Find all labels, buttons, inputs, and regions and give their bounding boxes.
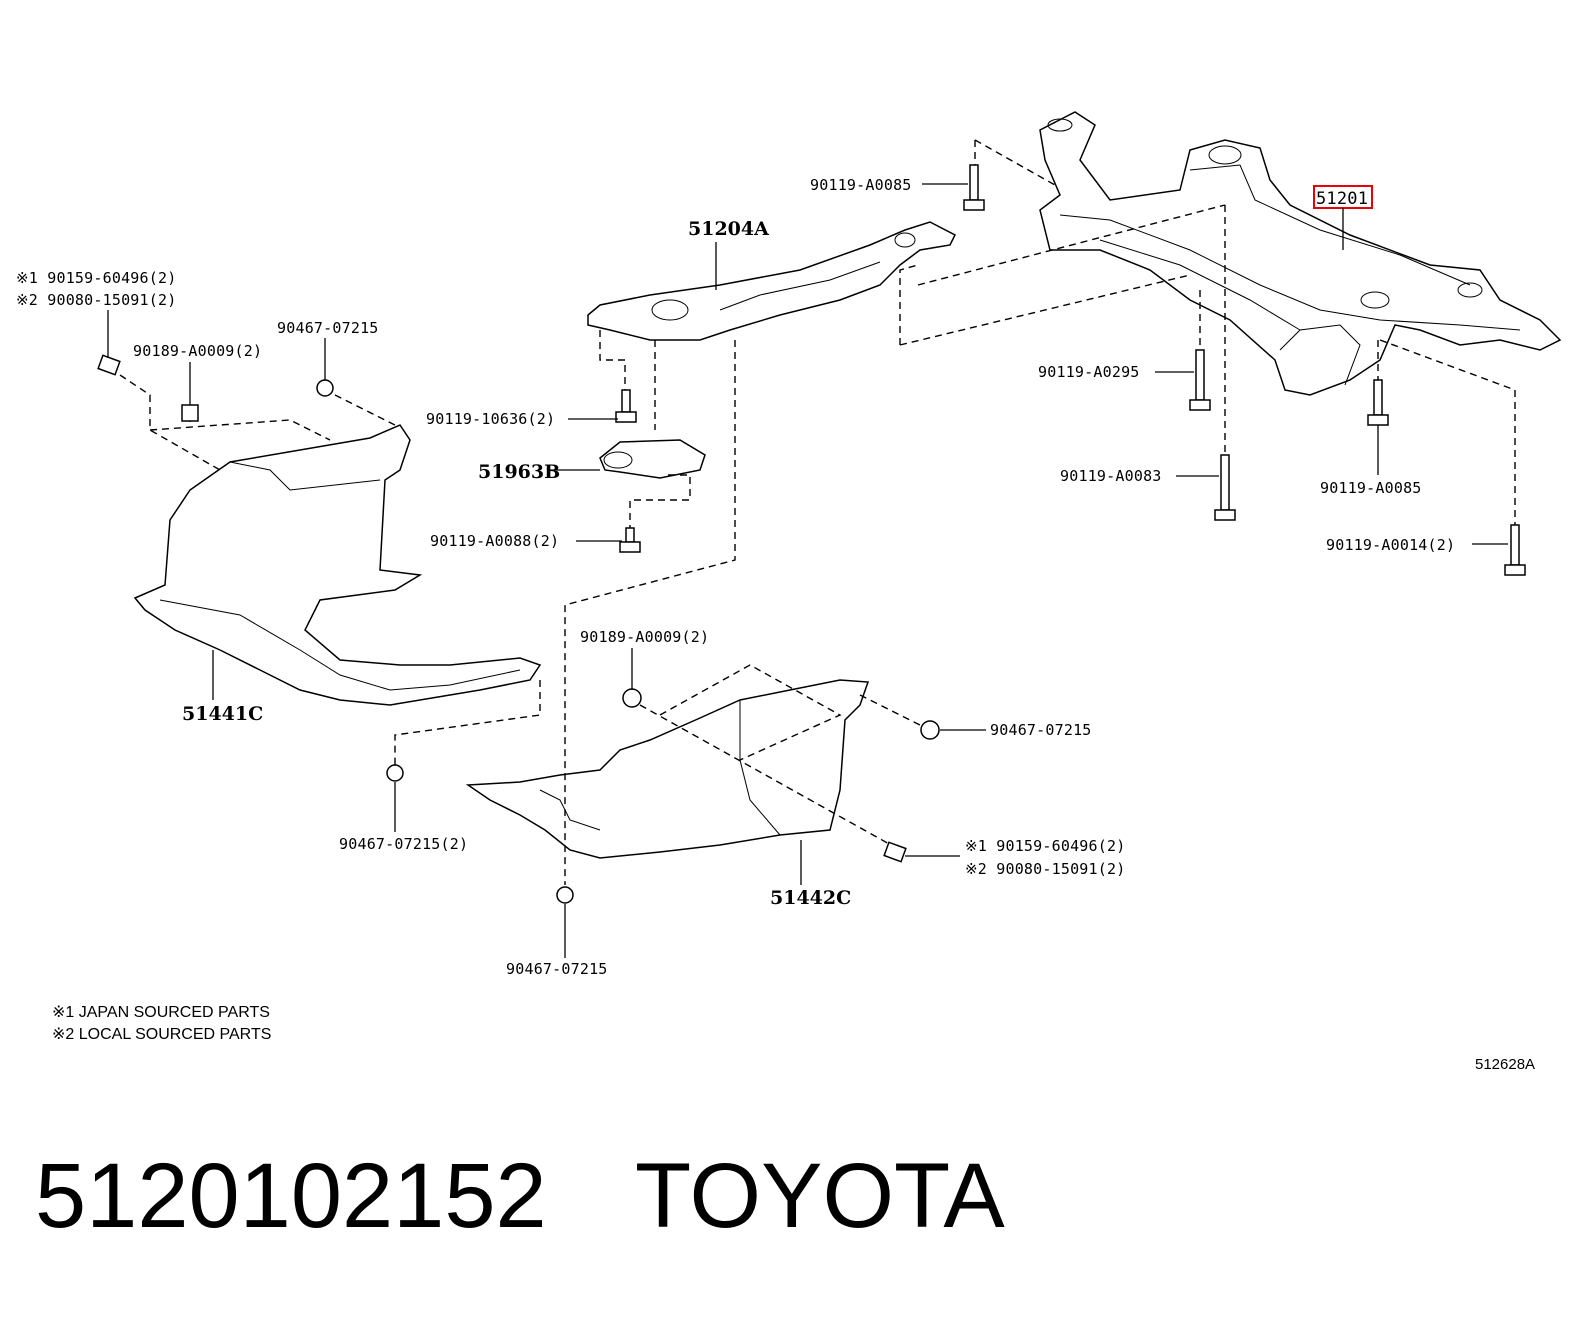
label-clip-mid-right: 90467-07215 [990,721,1092,739]
label-upper-left-note2: ※2 90080-15091(2) [16,291,176,309]
label-lower-right-note1: ※1 90159-60496(2) [965,837,1125,855]
label-bracket: 51963B [478,461,560,483]
cover-left-51441c-drawing [133,424,542,706]
label-bolt-a0085-right: 90119-A0085 [1320,479,1422,497]
assembly-lines [119,139,1516,885]
label-lower-right-note2: ※2 90080-15091(2) [965,860,1125,878]
label-bolt-a0088: 90119-A0088(2) [430,532,559,550]
cross-member-51204a-drawing [587,221,957,341]
label-clip-upper: 90467-07215 [277,319,379,337]
fastener-glyphs [97,164,1526,904]
leader-lines [107,183,1508,958]
label-clip-left-bottom: 90467-07215(2) [339,835,468,853]
label-bolt-a0295: 90119-A0295 [1038,363,1140,381]
label-cover-left: 51441C [182,703,263,725]
brand-name: TOYOTA [635,1145,1005,1247]
part-number: 5120102152 [35,1145,547,1247]
label-frame: 51201 [1316,189,1368,209]
label-cross-member: 51204A [688,218,769,240]
label-clip-bottom: 90467-07215 [506,960,608,978]
label-upper-left-note1: ※1 90159-60496(2) [16,269,176,287]
cover-right-51442c-drawing [465,679,870,859]
label-bolt-a0083: 90119-A0083 [1060,467,1162,485]
label-bolt-a0014: 90119-A0014(2) [1326,536,1455,554]
label-cover-right: 51442C [770,887,851,909]
label-top-bolt: 90119-A0085 [810,176,912,194]
label-clip-mid: 90189-A0009(2) [580,628,709,646]
label-bolt-10636: 90119-10636(2) [426,410,555,428]
label-clip-upper-left: 90189-A0009(2) [133,342,262,360]
illustration-code: 512628A [1475,1056,1535,1073]
note-japan: ※1 JAPAN SOURCED PARTS [52,1004,270,1021]
note-local: ※2 LOCAL SOURCED PARTS [52,1026,271,1043]
bracket-51963b-drawing [599,439,706,479]
frame-51201-drawing [1039,111,1562,396]
